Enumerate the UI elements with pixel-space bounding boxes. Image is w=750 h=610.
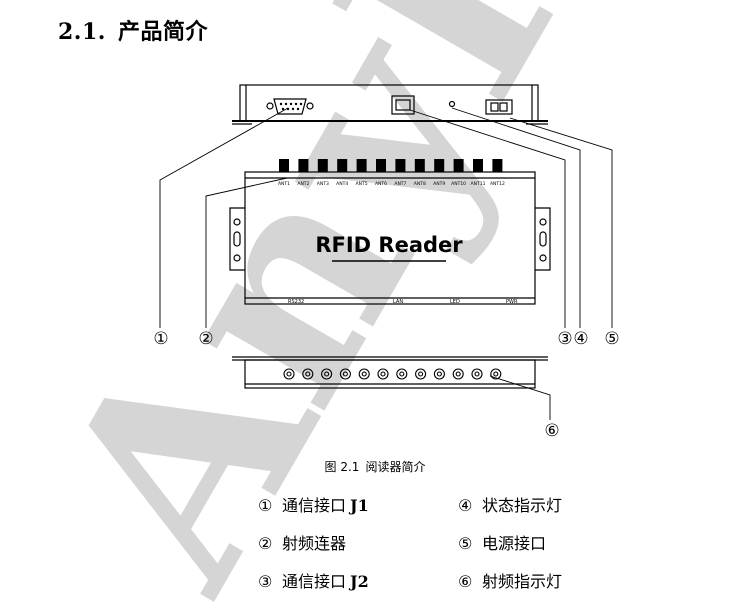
callout-2: ②	[198, 329, 213, 349]
figure-caption: 图 2.1 阅读器简介	[0, 458, 750, 475]
antenna-label: ANT9	[433, 181, 445, 187]
watermark: AnyID	[0, 0, 732, 610]
sma-port-center	[342, 371, 348, 377]
sma-port-center	[361, 371, 367, 377]
sma-port-icon	[433, 368, 445, 380]
sma-port-icon	[452, 368, 464, 380]
antenna-label: ANT2	[297, 181, 309, 187]
antenna-label: ANT5	[356, 181, 368, 187]
port-label-rs232: RS232	[288, 299, 304, 305]
antenna-panel-view	[232, 356, 548, 389]
sma-port-icon	[490, 368, 502, 380]
sma-port-center	[380, 371, 386, 377]
antenna-connector	[298, 159, 309, 172]
rear-panel-view	[232, 84, 548, 125]
sma-port-icon	[302, 368, 314, 380]
lan-port-icon	[391, 95, 415, 115]
sma-port-icon	[339, 368, 351, 380]
sma-port-center	[436, 371, 442, 377]
figure-caption-text: 阅读器简介	[365, 460, 426, 474]
antenna-connector	[356, 159, 367, 172]
sma-port-center	[305, 371, 311, 377]
reader-body	[244, 171, 536, 305]
antenna-label: ANT3	[317, 181, 329, 187]
sma-port-icon	[377, 368, 389, 380]
antenna-connector	[473, 159, 483, 172]
antenna-panel-body	[244, 359, 536, 389]
section-heading: 2.1. 产品简介	[58, 14, 208, 46]
callout-5: ⑤	[604, 329, 619, 349]
sma-port-center	[399, 371, 405, 377]
antenna-label: ANT1	[278, 181, 290, 187]
section-title: 产品简介	[117, 19, 208, 45]
left-bracket	[229, 207, 245, 271]
antenna-connector	[279, 159, 289, 172]
sma-port-icon	[283, 368, 295, 380]
port-label-lan: LAN	[393, 299, 403, 305]
sma-port-center	[324, 371, 330, 377]
antenna-label: ANT4	[336, 181, 348, 187]
sma-port-center	[286, 371, 292, 377]
callout-1: ①	[153, 329, 168, 349]
front-view	[229, 171, 551, 305]
sma-port-center	[418, 371, 424, 377]
sma-port-center	[474, 371, 480, 377]
figure-number: 图 2.1	[324, 460, 360, 474]
antenna-connector	[453, 159, 464, 172]
antenna-label: ANT6	[375, 181, 387, 187]
antenna-label: ANT10	[451, 181, 466, 187]
antenna-label: ANT8	[414, 181, 426, 187]
sma-port-center	[455, 371, 461, 377]
sma-ports	[283, 368, 502, 380]
antenna-label: ANT7	[394, 181, 406, 187]
callout-6: ⑥	[544, 421, 559, 441]
antenna-connector	[434, 159, 445, 172]
antenna-connector	[337, 159, 348, 172]
rs232-connector-icon	[266, 98, 314, 115]
antenna-connector	[317, 159, 328, 172]
callout-4: ④	[573, 329, 588, 349]
antenna-connectors	[279, 159, 503, 172]
sma-port-icon	[358, 368, 370, 380]
antenna-connector	[395, 159, 406, 172]
sma-port-icon	[415, 368, 427, 380]
antenna-connector	[492, 159, 503, 172]
antenna-labels: ANT1 ANT2 ANT3 ANT4 ANT5 ANT6 ANT7 ANT8 ANT9 ANT1…	[278, 181, 505, 187]
sma-port-center	[493, 371, 499, 377]
device-label: RFID Reader	[315, 233, 463, 257]
port-label-led: LED	[450, 299, 460, 305]
section-number: 2.1.	[58, 19, 106, 45]
power-connector-icon	[485, 99, 513, 115]
callout-3: ③	[557, 329, 572, 349]
watermark-text: AnyID	[0, 0, 732, 610]
antenna-connector	[414, 159, 425, 172]
antenna-connector	[376, 159, 386, 172]
sma-port-icon	[396, 368, 408, 380]
sma-port-icon	[471, 368, 483, 380]
leader-lines	[159, 107, 613, 420]
sma-port-icon	[321, 368, 333, 380]
antenna-label: ANT11	[471, 181, 486, 187]
status-led-icon	[448, 100, 456, 108]
port-label-pwr: PWR	[506, 299, 518, 305]
right-bracket	[535, 207, 551, 271]
antenna-label: ANT12	[490, 181, 505, 187]
